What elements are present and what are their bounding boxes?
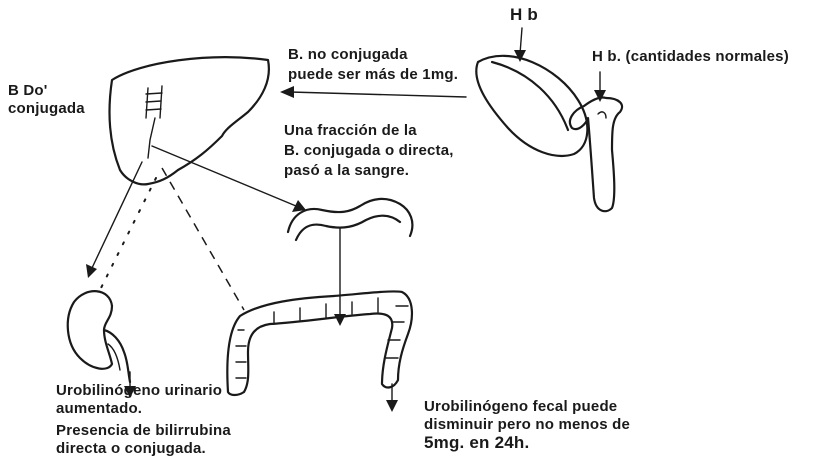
urobilinogeno-fecal-label-1: Urobilinógeno fecal puede (424, 398, 617, 416)
presencia-label-2: directa o conjugada. (56, 440, 206, 458)
urobilinogeno-urinario-label: Urobilinógeno urinario (56, 382, 222, 400)
large-intestine (227, 291, 412, 395)
b-no-conjugada-label: B. no conjugada (288, 46, 408, 64)
presencia-label-1: Presencia de bilirrubina (56, 422, 231, 440)
fraccion-label-1: Una fracción de la (284, 122, 417, 140)
hb-normal-label: H b. (cantidades normales) (592, 48, 789, 66)
bone-marrow (570, 97, 622, 211)
b-no-conjugada-amount-label: puede ser más de 1mg. (288, 66, 458, 84)
liver (110, 57, 269, 184)
spleen (476, 56, 587, 156)
hb-top-label: H b (510, 6, 538, 24)
fraccion-label-2: B. conjugada o directa, (284, 142, 454, 160)
urobilinogeno-fecal-label-2: disminuir pero no menos de (424, 416, 630, 434)
conjugada-label: conjugada (8, 100, 85, 118)
urobilinogeno-fecal-label-3: 5mg. en 24h. (424, 434, 529, 452)
aumentado-label: aumentado. (56, 400, 142, 418)
bdo-label: B Do' (8, 82, 48, 100)
fraccion-label-3: pasó a la sangre. (284, 162, 409, 180)
